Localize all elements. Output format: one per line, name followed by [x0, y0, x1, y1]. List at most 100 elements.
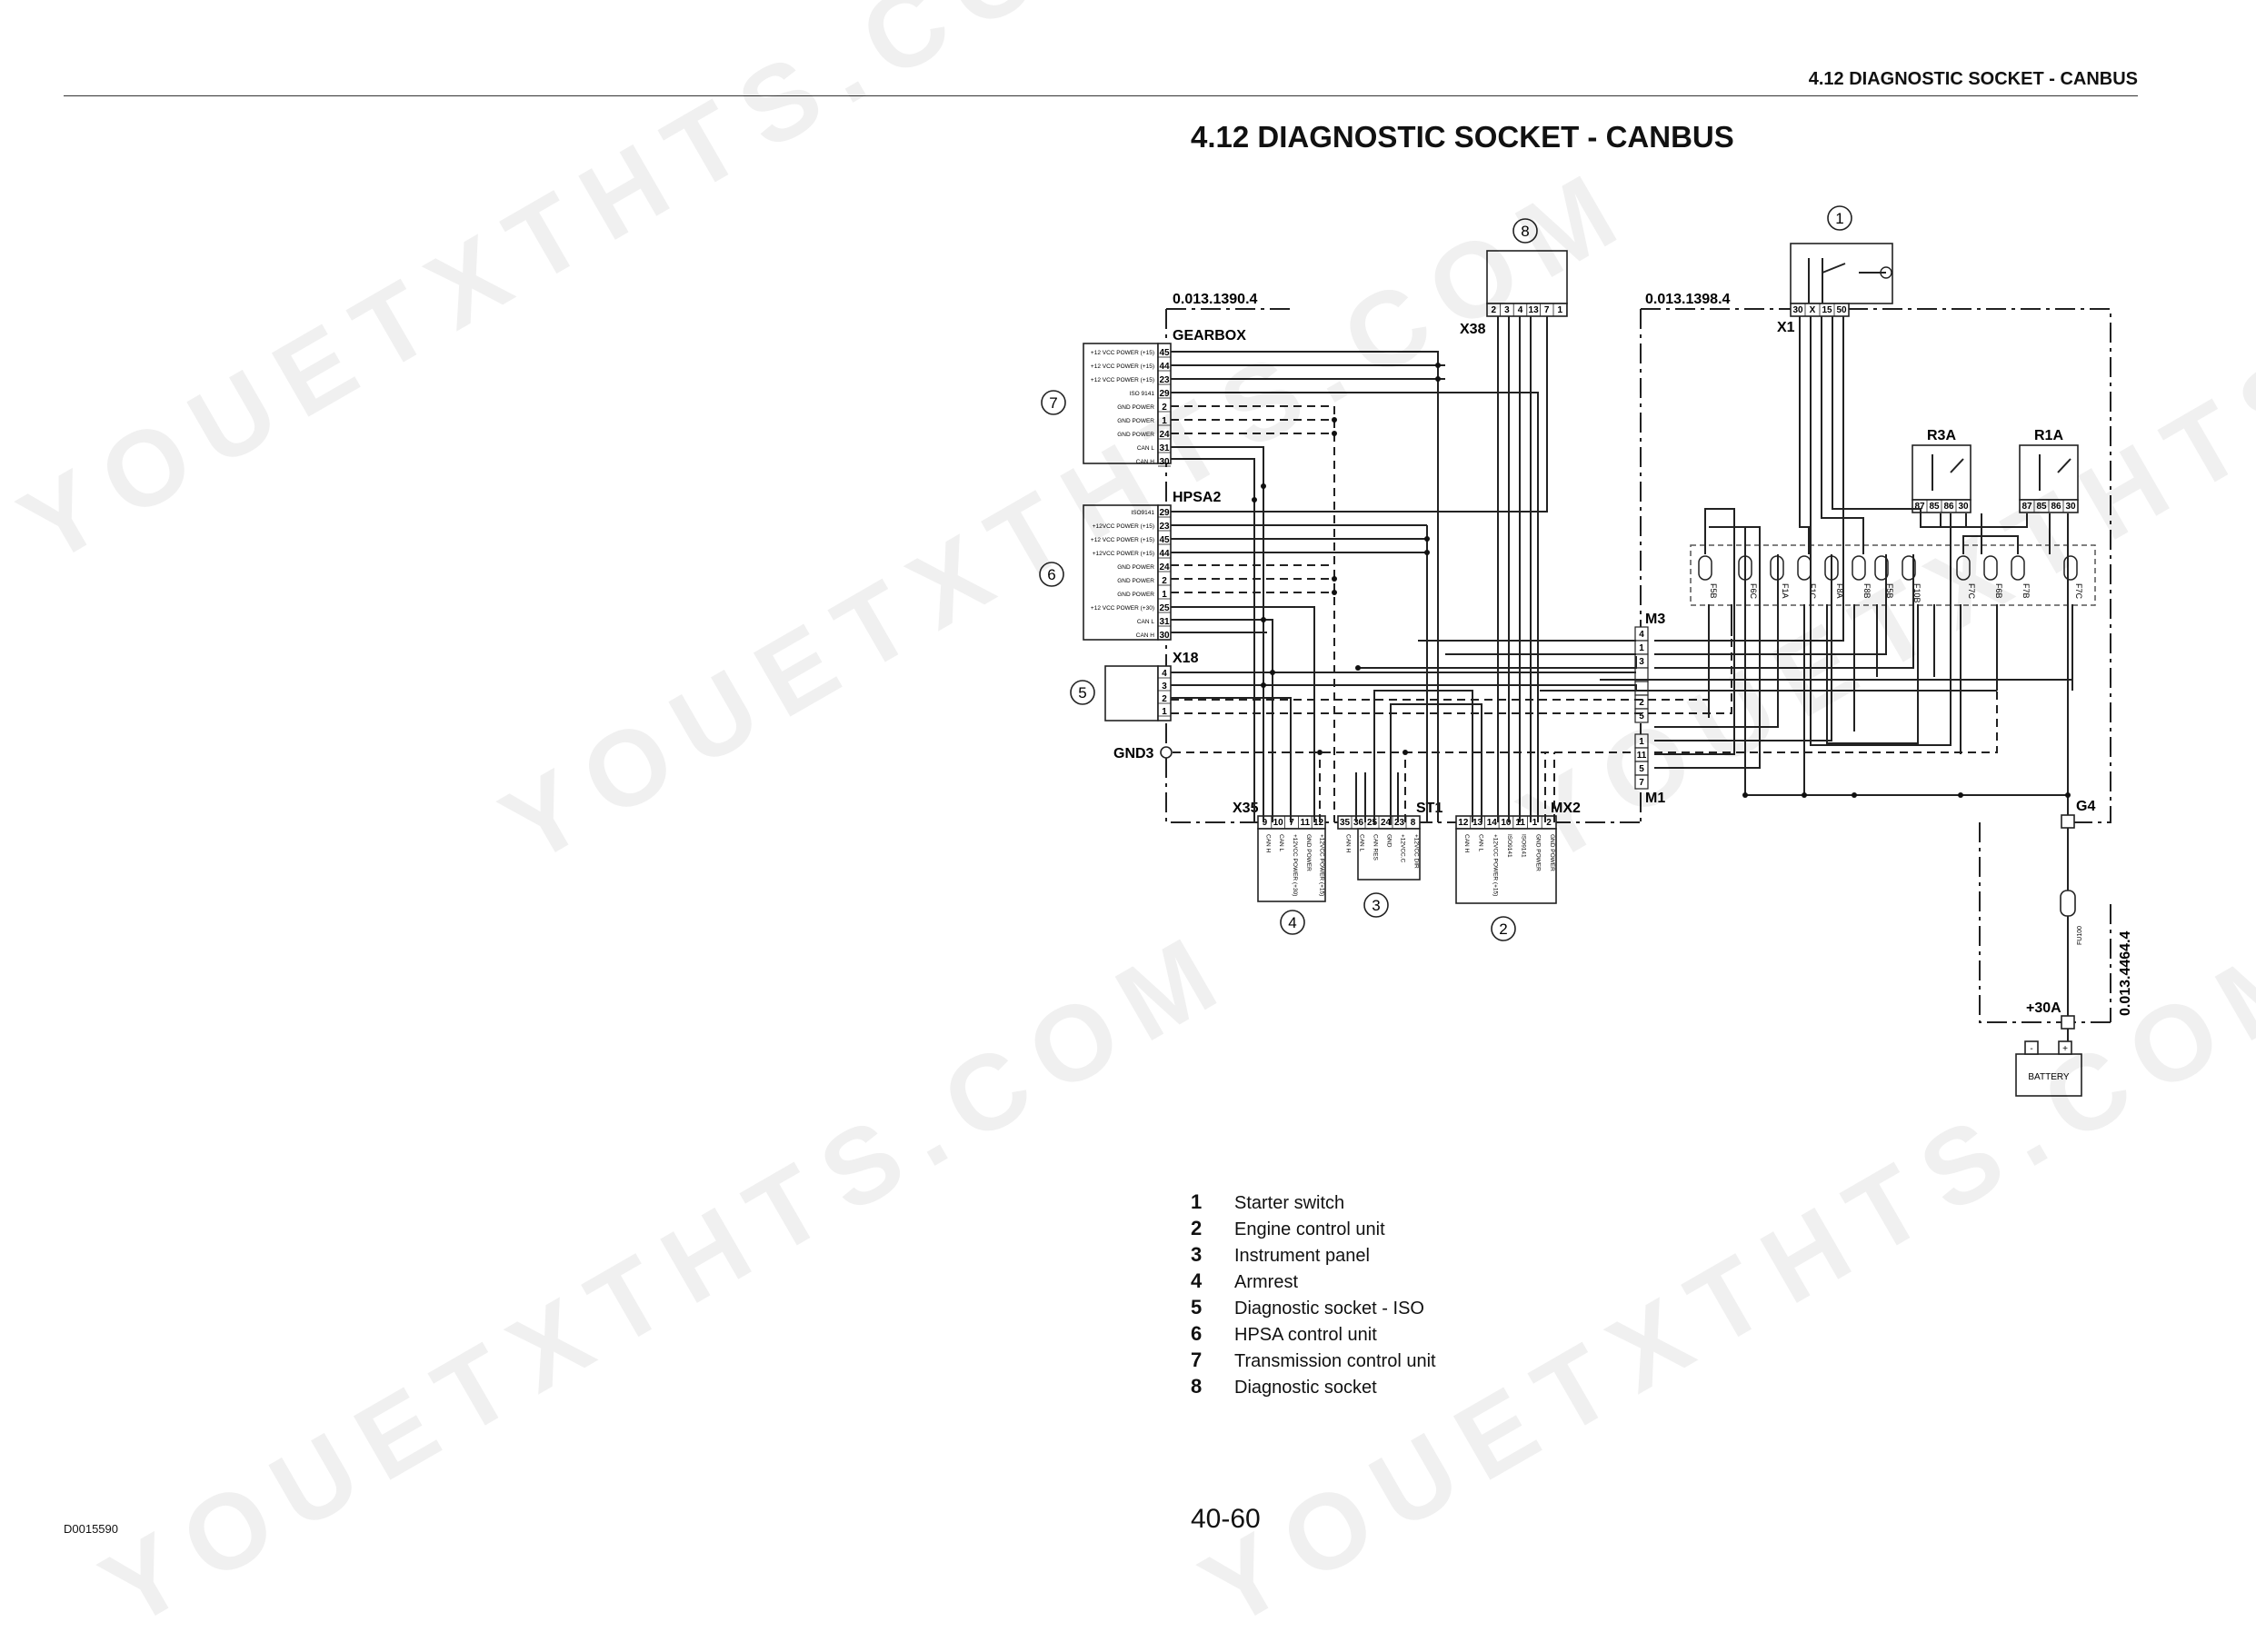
- pin-number: 2: [1639, 698, 1644, 708]
- battery-label: BATTERY: [2028, 1072, 2070, 1082]
- pin-number: 86: [2051, 502, 2061, 512]
- pin-number: 10: [1501, 818, 1512, 828]
- pin-number: 30: [1159, 457, 1170, 467]
- pin-label: GND POWER: [1117, 564, 1154, 571]
- armrest-box: [1257, 828, 1326, 902]
- fuse-label: F5B: [1709, 583, 1718, 599]
- pin-label: GND POWER: [1117, 418, 1154, 424]
- pin-number: 23: [1159, 522, 1170, 532]
- fuse-label: F5B: [1885, 583, 1894, 599]
- legend-num: 6: [1191, 1322, 1203, 1345]
- fuse-icon: [1797, 555, 1812, 581]
- legend-num: 8: [1191, 1375, 1203, 1398]
- pin-number: 86: [1943, 502, 1954, 512]
- callout-number: 8: [1521, 223, 1529, 240]
- pin-label: +12VCC POWER (+15): [1319, 834, 1325, 896]
- pin-label: +12VCC DIR: [1413, 834, 1420, 869]
- pin-label: GND POWER: [1534, 834, 1541, 871]
- pin-label: GND POWER: [1117, 404, 1154, 411]
- pin-label: CAN H: [1136, 459, 1155, 465]
- pin-label: GND POWER: [1117, 578, 1154, 584]
- legend-label: HPSA control unit: [1234, 1325, 1377, 1345]
- pin-number: 2: [1546, 818, 1552, 828]
- pin-label: +12 VCC POWER (+30): [1091, 605, 1154, 612]
- pin-label: +12VCC POWER (+30): [1292, 834, 1298, 896]
- pin-number: 13: [1529, 305, 1540, 315]
- pin-number: 10: [1273, 818, 1284, 828]
- pin-label: +12VCC POWER (+15): [1093, 523, 1154, 530]
- pin-number: 1: [1558, 305, 1563, 315]
- instrument-panel-box: [1357, 828, 1421, 881]
- legend-label: Armrest: [1234, 1272, 1298, 1292]
- callout-circle: [1827, 205, 1852, 231]
- callout-circle: [1041, 390, 1066, 415]
- key-icon: [1880, 266, 1892, 279]
- pin-label: +12VCC.C: [1400, 834, 1406, 863]
- pin-number: 4: [1162, 669, 1167, 679]
- fuse-label: F8A: [1835, 583, 1844, 599]
- relay-r1a-label: R1A: [2034, 428, 2063, 443]
- pin-number: 44: [1159, 549, 1170, 559]
- pin-number: 45: [1159, 348, 1170, 358]
- pin-number: 85: [2036, 502, 2047, 512]
- pin-number: 8: [1411, 818, 1416, 828]
- pin-number: 1: [1162, 590, 1167, 600]
- pin-label: CAN H: [1136, 632, 1155, 639]
- pin-number: 23: [1159, 375, 1170, 385]
- pin-number: 4: [1518, 305, 1523, 315]
- callout-number: 2: [1499, 921, 1507, 938]
- pin-number: 7: [1639, 778, 1644, 788]
- fuse-label: F8B: [1862, 583, 1872, 599]
- pin-number: 11: [1301, 818, 1311, 828]
- pin-label: GND POWER: [1549, 834, 1555, 871]
- pin-number: 25: [1367, 818, 1378, 828]
- pin-number: 31: [1159, 443, 1170, 453]
- callout-circle: [1280, 910, 1305, 935]
- pin-number: 1: [1639, 737, 1644, 747]
- fuse-fu100-label: FU100: [2077, 926, 2083, 945]
- pin-number: 44: [1159, 362, 1170, 372]
- legend-label: Transmission control unit: [1234, 1351, 1436, 1371]
- pin-label: GND POWER: [1305, 834, 1312, 871]
- ref-code-1398: 0.013.1398.4: [1645, 292, 1731, 307]
- legend-label: Starter switch: [1234, 1193, 1345, 1213]
- power-wires: [1171, 316, 2073, 1022]
- fuse-label: F7C: [1967, 583, 1976, 600]
- fuse-label: F10B: [1912, 583, 1922, 603]
- pin-number: 30: [1792, 305, 1803, 315]
- pin-label: CAN L: [1359, 834, 1365, 852]
- iso-socket-box: [1104, 665, 1159, 722]
- pin-number: 15: [1822, 305, 1832, 315]
- page-title: 4.12 DIAGNOSTIC SOCKET - CANBUS: [1191, 120, 1734, 154]
- pin-label: CAN L: [1278, 834, 1284, 852]
- pin-cell: [1634, 708, 1649, 723]
- legend-label: Instrument panel: [1234, 1246, 1370, 1266]
- relay-r3a-box: [1912, 444, 1972, 501]
- gnd3-terminal: [1160, 746, 1173, 759]
- header-section-title: 4.12 DIAGNOSTIC SOCKET - CANBUS: [1808, 69, 2138, 89]
- pin-number: 25: [1159, 603, 1170, 613]
- fuse-icon: [1852, 555, 1866, 581]
- pin-number: 5: [1639, 712, 1644, 722]
- battery-neg-label: -: [2030, 1044, 2032, 1054]
- connector-x18: X18: [1173, 651, 1199, 666]
- pin-number: 23: [1394, 818, 1405, 828]
- pin-label: CAN H: [1463, 834, 1470, 853]
- pin-number: X: [1810, 305, 1816, 315]
- connector-hpsa2: HPSA2: [1173, 490, 1221, 505]
- callout-number: 4: [1288, 914, 1296, 931]
- connector-gnd3: GND3: [1113, 746, 1154, 761]
- gearbox-pin-list: +12 VCC POWER (+15)45+12 VCC POWER (+15)…: [1091, 348, 1171, 467]
- pin-label: ISO 9141: [1130, 391, 1155, 397]
- pin-label: +12 VCC POWER (+15): [1091, 350, 1154, 356]
- legend-label: Engine control unit: [1234, 1219, 1385, 1239]
- pin-cell: [1634, 774, 1649, 790]
